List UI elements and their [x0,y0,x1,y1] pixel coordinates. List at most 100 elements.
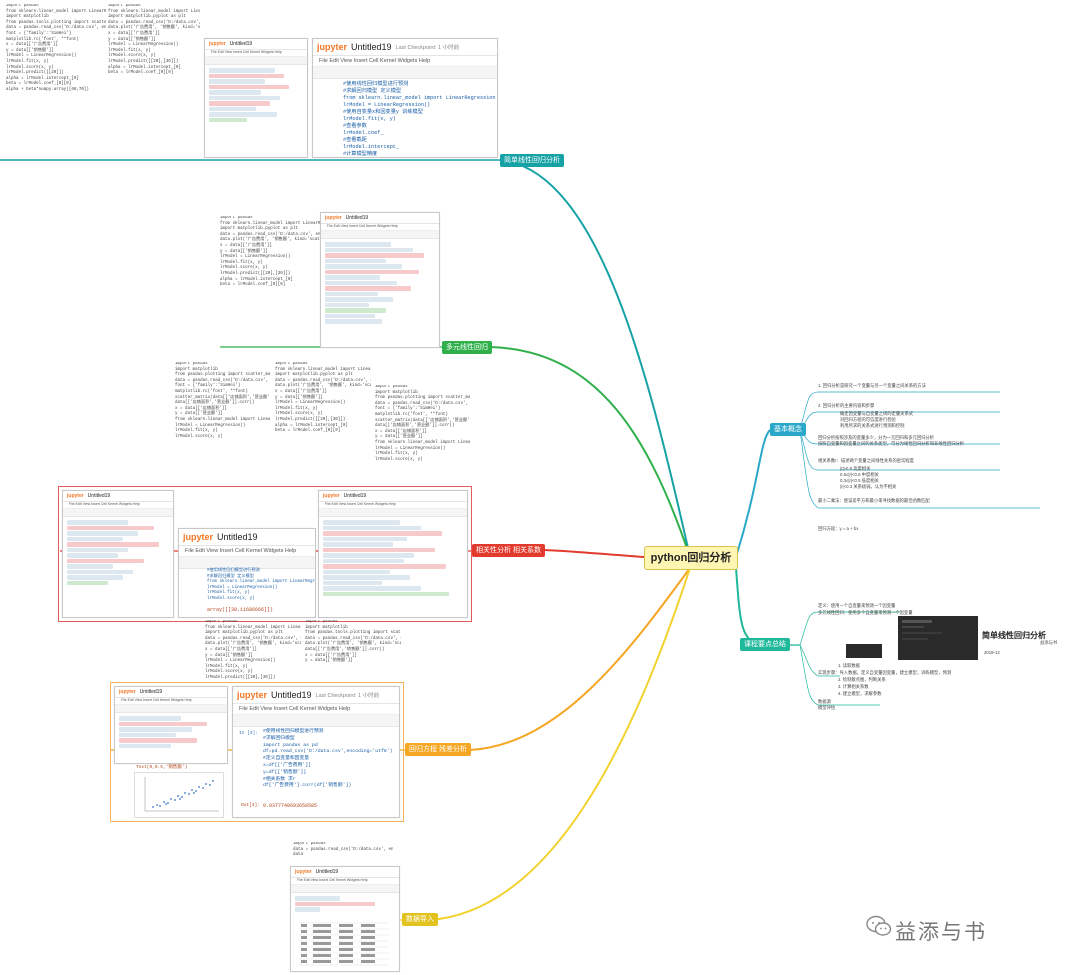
right-summary-3: 实现步骤：导入数据，定义自变量因变量，建立模型，训练模型，预测 [818,670,952,675]
branch-node-right-1[interactable]: 基本概念 [770,423,806,436]
jupyter-logo-large: jupyter [237,690,268,700]
notebook-code-cell-4: #使用线性回归模型进行预测 #求解回归模型 import pandas as p… [263,729,393,789]
right-note-3: 确定因变量与自变量之间的定量关系式 [840,411,914,416]
notebook-toolbar [205,57,307,65]
red-frame-group [58,486,472,622]
notebook-title: Untitled19 [343,493,367,499]
branch-node-3[interactable]: 相关性分析 相关系数 [472,544,545,557]
cell-input-prompt: In [3]: [239,731,258,736]
notebook-menu-large: File Edit View Insert Cell Kernel Widget… [179,546,315,557]
jupyter-logo: jupyter [119,689,136,695]
notebook-code-cell-3: #使用线性回归模型进行预测 #求解回归模型 定义模型 from sklearn.… [207,569,316,601]
right-note-12: |r|<0.3 关系极弱，认为不相关 [840,484,897,489]
right-summary-1: 定义：使用一个自变量来预测一个因变量 [818,603,896,608]
branch-node-1[interactable]: 简单线性回归分析 [500,154,564,167]
article-meta: 2019-12 [984,650,1000,655]
notebook-title-large: Untitled19 [217,532,258,542]
right-note-8: 相关系数r：描述两个变量之间线性关系的密切程度 [818,458,914,463]
right-summary-5: 模型评估 [818,705,836,710]
notebook-menu: File Edit View Insert Cell Kernel Widget… [205,50,307,57]
link-b1 [499,159,691,558]
code-snippet-1b: import pandas from sklearn.linear_model … [108,4,200,76]
article-title[interactable]: 简单线性回归分析 [982,631,1046,640]
notebook-toolbar [63,509,173,517]
code-snippet-1: import pandas from sklearn.linear_model … [6,4,106,92]
link-b4 [469,567,691,751]
cell-output-prompt: Out[3]: [241,803,260,808]
link-r1 [735,429,771,558]
notebook-title-large: Untitled19 [351,42,392,52]
branch-node-4[interactable]: 回归方程 残差分析 [405,743,471,756]
branch-node-5[interactable]: 数据导入 [402,913,438,926]
scatter-points [152,780,214,808]
right-summary-6: 1. 读取数据 [838,663,860,668]
notebook-title: Untitled19 [139,689,163,695]
notebook-checkpoint: Last Checkpoint: 1 小时前 [315,693,380,699]
code-snippet-4b: import pandas import matplotlib from pan… [305,620,401,664]
jupyter-logo: jupyter [295,869,312,875]
right-summary-8: 3. 计算相关系数 [838,684,869,689]
branch-node-2[interactable]: 多元线性回归 [442,341,492,354]
notebook-toolbar-large [179,557,315,569]
data-table-thumb [299,922,389,966]
orange-frame-group [110,682,404,822]
right-summary-7: 2. 绘制散点图，判断关系 [838,677,886,682]
jupyter-logo: jupyter [209,41,226,47]
notebook-toolbar [321,231,439,239]
jupyter-logo: jupyter [67,493,84,499]
right-note-9: |r|≥0.8 高度相关 [840,466,871,471]
right-note-11: 0.3≤|r|<0.5 低度相关 [840,478,879,483]
right-summary-4: 数据源 [818,699,831,704]
notebook-screenshot-1: jupyter Untitled19 Last Checkpoint: 1 小时… [312,38,498,158]
notebook-menu-large: File Edit View Insert Cell Kernel Widget… [233,704,399,715]
notebook-code-cell-1: #使用线性回归模型进行预测 #求解回归模型 定义模型 from sklearn.… [343,81,496,157]
notebook-toolbar-large [233,715,399,727]
scatter-caption: Text(0,0.5,'销售额') [136,765,188,770]
code-snippet-5: import pandas data = pandas.read_csv('D:… [293,842,393,858]
notebook-title: Untitled19 [229,41,253,47]
scatter-plot-svg [144,777,219,812]
article-author: 益添与书 [1040,640,1058,645]
right-note-6: 回归分析按照涉及的变量多少，分为一元回归和多元回归分析 [818,435,935,440]
notebook-menu: File Edit View Insert Cell Kernel Widget… [291,878,399,885]
cover-decoration [902,620,942,640]
jupyter-logo: jupyter [325,215,342,221]
notebook-output-4: 0.9377748693650585 [263,803,318,809]
watermark-text: 益添与书 [895,921,987,944]
right-note-2: 2. 回归分析的主要内容和步骤 [818,403,875,408]
notebook-menu: File Edit View Insert Cell Kernel Widget… [319,502,467,509]
right-note-4: 对回归方程的可信度进行检验 [840,417,896,422]
code-snippet-3a: import pandas import matplotlib from pan… [175,362,270,439]
notebook-menu-large: File Edit View Insert Cell Kernel Widget… [313,56,497,67]
code-snippet-3b: import pandas from sklearn.linear_model … [275,362,371,434]
jupyter-logo: jupyter [323,493,340,499]
right-note-1: 1. 回归分析是研究一个变量与另一个变量之间关系的方法 [818,383,926,388]
notebook-menu: File Edit View Insert Cell Kernel Widget… [321,224,439,231]
article-thumb-small [846,644,882,658]
right-summary-9: 4. 建立模型，求解参数 [838,691,882,696]
notebook-screenshot-3: jupyter Untitled19 File Edit View Insert… [178,528,316,618]
notebook-screenshot-4: jupyter Untitled19 Last Checkpoint: 1 小时… [232,686,400,818]
right-note-10: 0.5≤|r|<0.8 中度相关 [840,472,879,477]
notebook-menu: File Edit View Insert Cell Kernel Widget… [63,502,173,509]
right-summary-2: 多元线性回归：使用多个自变量来预测一个因变量 [818,610,913,615]
notebook-output-3: array([[30.11686666]]) [207,607,274,613]
code-snippet-3c: import pandas import matplotlib from pan… [375,385,470,462]
notebook-title: Untitled19 [345,215,369,221]
notebook-toolbar-large [313,67,497,79]
branch-node-right-2[interactable]: 课程要点总结 [740,638,790,651]
wechat-icon [866,915,892,936]
center-topic[interactable]: python回归分析 [644,546,738,570]
notebook-title: Untitled19 [87,493,111,499]
link-b2 [489,346,691,558]
scatter-plot-thumb [134,772,224,818]
code-snippet-2: import pandas from sklearn.linear_model … [220,216,320,288]
link-r2 [735,567,761,646]
notebook-toolbar [319,509,467,517]
